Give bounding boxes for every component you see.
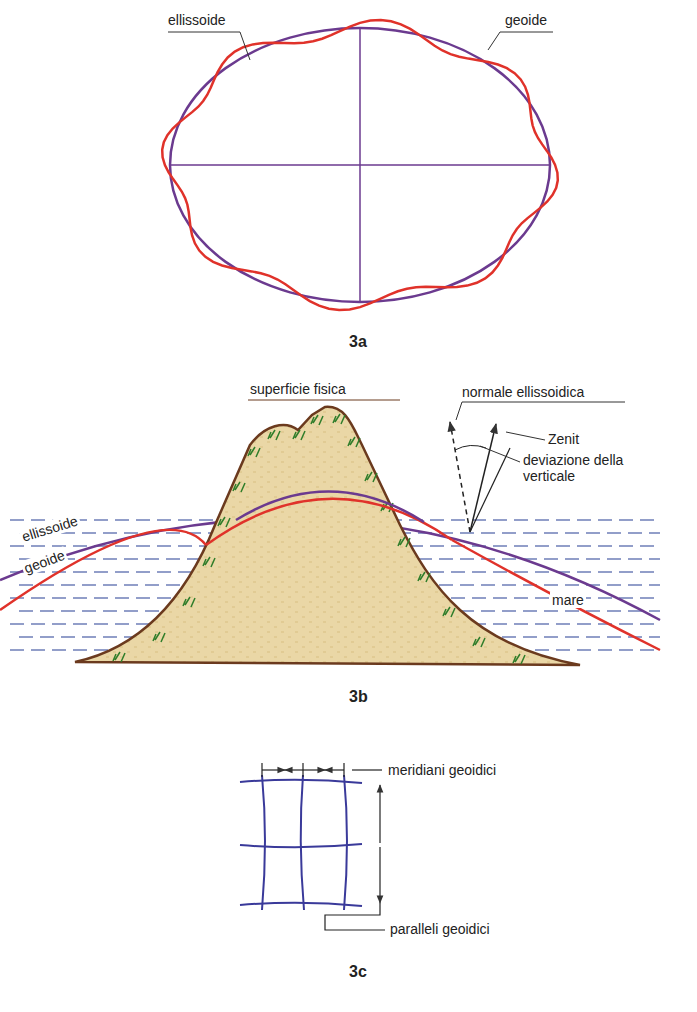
vector-label: Zenit: [548, 431, 579, 447]
surface-label: ellissoide: [168, 12, 226, 28]
surface-label: ellissoide: [18, 512, 82, 545]
surface-label: superficie fisica: [250, 381, 346, 397]
angle-label: deviazione della verticale: [523, 452, 673, 484]
line-label: meridiani geoidici: [388, 762, 496, 778]
figure-number: 3c: [349, 963, 367, 981]
figure-number: 3b: [349, 688, 368, 706]
figure-number: 3a: [349, 333, 367, 351]
figure-3b: [0, 400, 660, 665]
vector-label: normale ellissoidica: [462, 384, 584, 400]
line-label: paralleli geoidici: [390, 921, 490, 937]
figure-3c: [240, 775, 362, 910]
figure-3a: [162, 20, 558, 310]
surface-label: geoide: [505, 12, 547, 28]
region-label: mare: [550, 592, 586, 608]
